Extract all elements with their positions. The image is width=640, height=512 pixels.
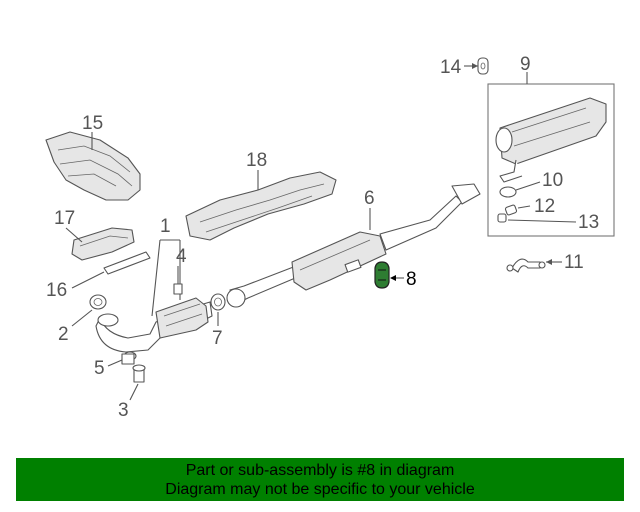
- callout-4: 4: [176, 246, 187, 267]
- callout-18: 18: [246, 150, 267, 171]
- callout-5: 5: [94, 358, 105, 379]
- callout-16: 16: [46, 280, 67, 301]
- part-18-heat-shield[interactable]: [185, 171, 337, 241]
- callout-9: 9: [520, 54, 531, 75]
- part-16-bracket[interactable]: [103, 251, 151, 275]
- callout-7: 7: [212, 328, 223, 349]
- part-11-clamp[interactable]: [506, 258, 546, 273]
- banner-line-2: Diagram may not be specific to your vehi…: [165, 481, 475, 498]
- callout-1: 1: [160, 216, 171, 237]
- callout-6: 6: [364, 188, 375, 209]
- callout-10: 10: [542, 170, 563, 191]
- part-7-gasket[interactable]: [210, 293, 226, 311]
- callout-17: 17: [54, 208, 75, 229]
- part-10-gasket[interactable]: [499, 186, 517, 198]
- part-8-rubber-mount[interactable]: [374, 261, 390, 289]
- exhaust-parts-diagram: 15 18 17 16 2 1 4: [45, 54, 615, 421]
- callout-14: 14: [440, 57, 462, 78]
- callout-13: 13: [578, 212, 599, 233]
- callout-11: 11: [564, 252, 584, 273]
- part-2-gasket[interactable]: [89, 294, 107, 310]
- callout-2: 2: [58, 324, 69, 345]
- part-6-center-pipe[interactable]: [226, 183, 481, 308]
- callout-8: 8: [406, 269, 417, 290]
- part-1-front-pipe[interactable]: [95, 297, 213, 361]
- callout-15: 15: [82, 113, 103, 134]
- part-5-nut[interactable]: [121, 353, 135, 365]
- part-13-bolt[interactable]: [497, 213, 507, 223]
- part-3-bolt[interactable]: [132, 364, 146, 383]
- callout-12: 12: [534, 196, 555, 217]
- part-12-spring[interactable]: [504, 204, 518, 216]
- part-14-hanger[interactable]: [477, 57, 489, 75]
- part-info-banner: Part or sub-assembly is #8 in diagram Di…: [16, 458, 624, 501]
- part-15-heat-shield[interactable]: [45, 131, 141, 201]
- callout-3: 3: [118, 400, 129, 421]
- part-17-heat-shield[interactable]: [71, 227, 135, 261]
- banner-line-1: Part or sub-assembly is #8 in diagram: [185, 462, 455, 479]
- part-9-muffler[interactable]: [495, 97, 607, 183]
